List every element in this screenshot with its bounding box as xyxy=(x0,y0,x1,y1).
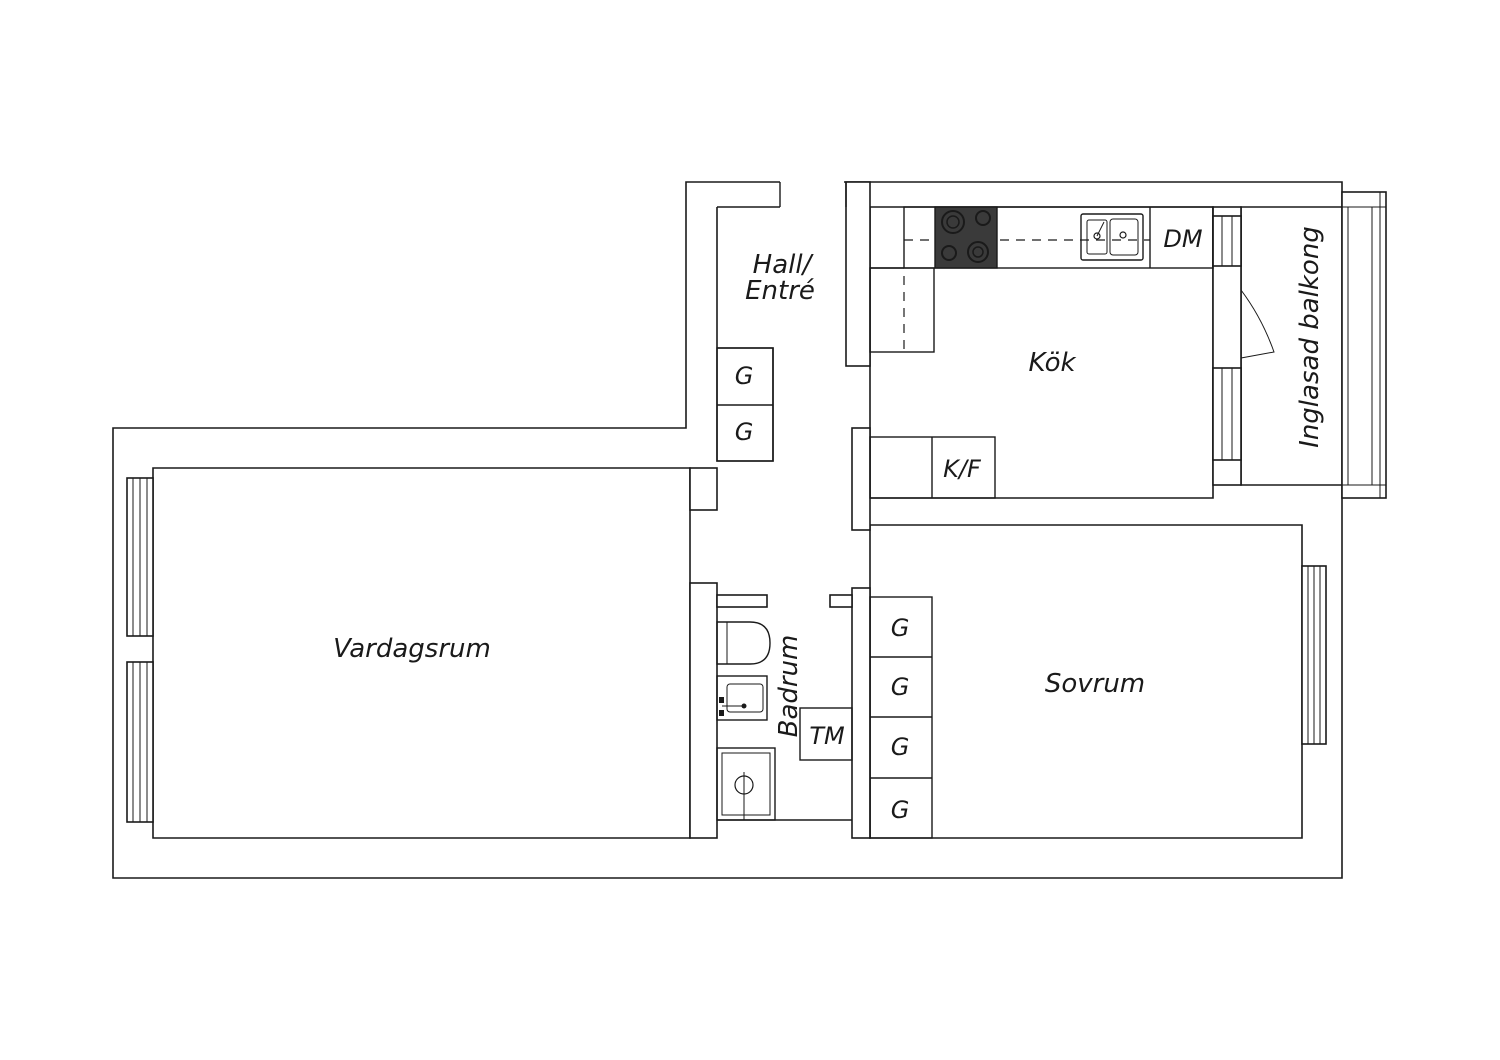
bedroom-wardrobe-3-label: G xyxy=(891,733,910,761)
living-window-bottom xyxy=(126,661,154,823)
balcony-glazing xyxy=(1341,191,1387,499)
hall-living-wall xyxy=(689,467,718,511)
balcony-door-swing xyxy=(1240,289,1275,359)
hob-icon xyxy=(934,206,998,269)
living-room-label: Vardagsrum xyxy=(333,634,491,664)
bath-door-jamb-left xyxy=(716,594,768,608)
entrance-opening xyxy=(780,180,844,208)
bedroom-label: Sovrum xyxy=(1045,669,1145,699)
bedroom-wardrobes xyxy=(869,596,933,839)
bathroom-label: Badrum xyxy=(774,635,804,738)
dishwasher-label: DM xyxy=(1163,225,1202,253)
kitchen-lower-counter xyxy=(869,436,996,499)
balcony-label: Inglasad balkong xyxy=(1295,226,1325,448)
bedroom-wardrobe-1-label: G xyxy=(891,614,910,642)
hall-kitchen-wall xyxy=(845,181,871,367)
bedroom-wardrobe-4-label: G xyxy=(891,796,910,824)
toilet-icon xyxy=(716,621,771,665)
washbasin-icon xyxy=(716,675,768,721)
bedroom-wardrobe-2-label: G xyxy=(891,673,910,701)
bath-door-jamb-right xyxy=(829,594,853,608)
hall-label-line2: Entré xyxy=(745,276,815,306)
kitchen-sink-icon xyxy=(1080,213,1144,261)
bath-wall-left xyxy=(689,582,718,839)
kitchen-label: Kök xyxy=(1028,348,1076,378)
dryer-box xyxy=(799,707,853,761)
fridge-freezer-label: K/F xyxy=(943,455,982,483)
kitchen-counter xyxy=(869,206,1214,353)
dryer-label: TM xyxy=(809,722,845,750)
hall-label-line1: Hall/ xyxy=(753,250,815,280)
hall-wardrobes xyxy=(716,347,774,462)
bedroom-window xyxy=(1301,565,1327,745)
shower-icon xyxy=(716,747,776,821)
living-window-top xyxy=(126,477,154,637)
kitchen-window-top xyxy=(1212,215,1242,267)
exterior-walls xyxy=(112,181,1343,879)
kitchen-window-bottom xyxy=(1212,367,1242,461)
hall-wardrobe-1-label: G xyxy=(735,362,754,390)
bath-wall-right xyxy=(851,587,871,839)
kitchen-lower-wall xyxy=(851,427,871,531)
hall-wardrobe-2-label: G xyxy=(735,418,754,446)
